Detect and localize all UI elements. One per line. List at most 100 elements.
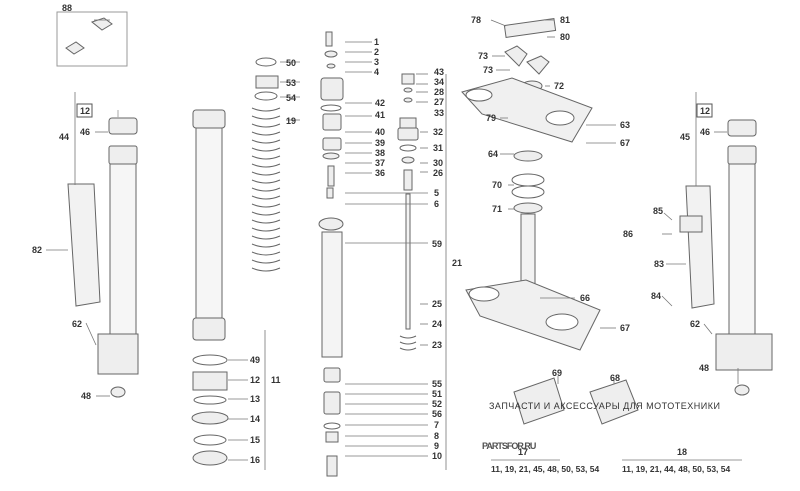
callout-19[interactable]: 19 xyxy=(286,116,296,126)
callout-88[interactable]: 88 xyxy=(62,3,72,13)
callout-48-right[interactable]: 48 xyxy=(699,363,709,373)
callout-49[interactable]: 49 xyxy=(250,355,260,365)
callout-25[interactable]: 25 xyxy=(432,299,442,309)
callout-16[interactable]: 16 xyxy=(250,455,260,465)
callout-46-left[interactable]: 46 xyxy=(80,127,90,137)
damper-rod xyxy=(397,73,419,351)
callout-59[interactable]: 59 xyxy=(432,239,442,249)
callout-17[interactable]: 17 xyxy=(518,447,528,457)
callout-18[interactable]: 18 xyxy=(677,447,687,457)
fork-spring xyxy=(251,57,281,272)
callout-26[interactable]: 26 xyxy=(433,168,443,178)
callout-80[interactable]: 80 xyxy=(560,32,570,42)
callout-33[interactable]: 33 xyxy=(434,108,444,118)
callout-44[interactable]: 44 xyxy=(59,132,69,142)
callout-5[interactable]: 5 xyxy=(434,188,439,198)
callout-15[interactable]: 15 xyxy=(250,435,260,445)
callout-55[interactable]: 55 xyxy=(432,379,442,389)
callout-70[interactable]: 70 xyxy=(492,180,502,190)
callout-45[interactable]: 45 xyxy=(680,132,690,142)
callout-83[interactable]: 83 xyxy=(654,259,664,269)
callout-71[interactable]: 71 xyxy=(492,204,502,214)
kit-18-contents: 11, 19, 21, 44, 48, 50, 53, 54 xyxy=(622,464,731,474)
callout-51[interactable]: 51 xyxy=(432,389,442,399)
callout-12-right[interactable]: 12 xyxy=(700,106,710,116)
callout-28[interactable]: 28 xyxy=(434,87,444,97)
callout-36[interactable]: 36 xyxy=(375,168,385,178)
callout-12-kit[interactable]: 12 xyxy=(250,375,260,385)
callout-64[interactable]: 64 xyxy=(488,149,498,159)
callout-23[interactable]: 23 xyxy=(432,340,442,350)
leader-lines xyxy=(46,19,742,470)
callout-38[interactable]: 38 xyxy=(375,148,385,158)
callout-62-right[interactable]: 62 xyxy=(690,319,700,329)
callout-46-right[interactable]: 46 xyxy=(700,127,710,137)
callout-79[interactable]: 79 xyxy=(486,113,496,123)
box-12-right xyxy=(696,103,713,118)
callout-12-left[interactable]: 12 xyxy=(80,106,90,116)
cartridge-assembly xyxy=(318,31,344,477)
parts-layer xyxy=(56,11,773,477)
callout-43[interactable]: 43 xyxy=(434,67,444,77)
callout-52[interactable]: 52 xyxy=(432,399,442,409)
callout-48-left[interactable]: 48 xyxy=(81,391,91,401)
callout-62-left[interactable]: 62 xyxy=(72,319,82,329)
callout-68[interactable]: 68 xyxy=(610,373,620,383)
callout-82[interactable]: 82 xyxy=(32,245,42,255)
callout-1[interactable]: 1 xyxy=(374,37,379,47)
callout-40[interactable]: 40 xyxy=(375,127,385,137)
guard-clip xyxy=(679,215,703,233)
callout-73-left[interactable]: 73 xyxy=(478,51,488,61)
callout-34[interactable]: 34 xyxy=(434,77,444,87)
callout-30[interactable]: 30 xyxy=(433,158,443,168)
callout-31[interactable]: 31 xyxy=(433,143,443,153)
callout-14[interactable]: 14 xyxy=(250,414,260,424)
callout-85[interactable]: 85 xyxy=(653,206,663,216)
callout-73-mid[interactable]: 73 xyxy=(483,65,493,75)
callout-84[interactable]: 84 xyxy=(651,291,661,301)
callout-6[interactable]: 6 xyxy=(434,199,439,209)
callout-9[interactable]: 9 xyxy=(434,441,439,451)
callout-7[interactable]: 7 xyxy=(434,420,439,430)
callout-54[interactable]: 54 xyxy=(286,93,296,103)
callout-10[interactable]: 10 xyxy=(432,451,442,461)
callout-8[interactable]: 8 xyxy=(434,431,439,441)
callout-53[interactable]: 53 xyxy=(286,78,296,88)
callout-39[interactable]: 39 xyxy=(375,138,385,148)
kit-17-contents: 11, 19, 21, 45, 48, 50, 53, 54 xyxy=(491,464,600,474)
callout-63[interactable]: 63 xyxy=(620,120,630,130)
callout-67-top[interactable]: 67 xyxy=(620,138,630,148)
callout-66[interactable]: 66 xyxy=(580,293,590,303)
left-fork-leg xyxy=(97,110,139,398)
callout-86[interactable]: 86 xyxy=(623,229,633,239)
watermark-brand: PARTSFOR.RU xyxy=(482,441,536,451)
callout-50[interactable]: 50 xyxy=(286,58,296,68)
callout-78[interactable]: 78 xyxy=(471,15,481,25)
callout-3[interactable]: 3 xyxy=(374,57,379,67)
callout-21[interactable]: 21 xyxy=(452,258,462,268)
callout-2[interactable]: 2 xyxy=(374,47,379,57)
kit-69-part xyxy=(513,377,565,425)
watermark-tagline: ЗАПЧАСТИ И АКСЕССУАРЫ ДЛЯ МОТОТЕХНИКИ xyxy=(489,401,720,411)
callout-72[interactable]: 72 xyxy=(554,81,564,91)
callout-56[interactable]: 56 xyxy=(432,409,442,419)
clamp-part-small xyxy=(65,41,85,55)
callout-69[interactable]: 69 xyxy=(552,368,562,378)
callout-27[interactable]: 27 xyxy=(434,97,444,107)
top-clamp-assembly xyxy=(461,18,601,351)
callout-41[interactable]: 41 xyxy=(375,110,385,120)
callout-11[interactable]: 11 xyxy=(271,375,281,385)
callout-32[interactable]: 32 xyxy=(433,127,443,137)
left-fork-guard xyxy=(67,183,101,307)
callout-37[interactable]: 37 xyxy=(375,158,385,168)
callout-24[interactable]: 24 xyxy=(432,319,442,329)
callout-81[interactable]: 81 xyxy=(560,15,570,25)
callout-4[interactable]: 4 xyxy=(374,67,379,77)
callout-67-bottom[interactable]: 67 xyxy=(620,323,630,333)
callout-labels: 88 1 2 3 4 50 53 54 19 43 34 28 27 33 42… xyxy=(32,3,731,474)
inner-tube xyxy=(191,109,229,466)
callout-42[interactable]: 42 xyxy=(375,98,385,108)
callout-13[interactable]: 13 xyxy=(250,394,260,404)
